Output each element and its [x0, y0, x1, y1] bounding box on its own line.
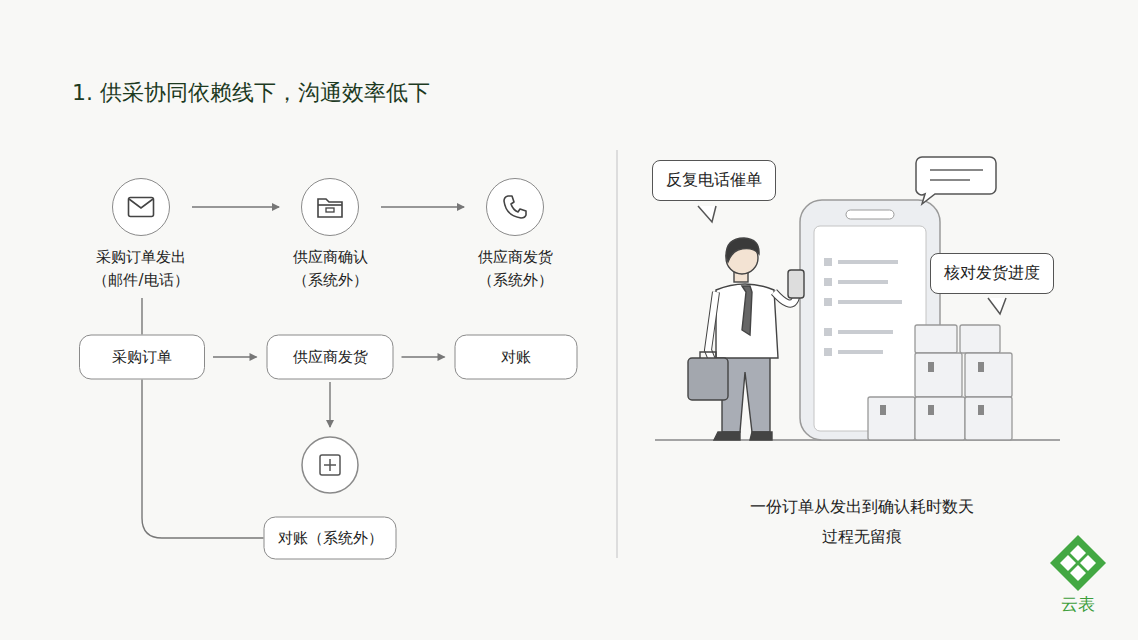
node-text: 供应商发货 （系统外）	[455, 246, 575, 292]
plus-icon	[302, 437, 358, 493]
process-box: 供应商发货	[267, 335, 394, 380]
connector	[192, 206, 279, 207]
icon-step: 采购订单发出 （邮件/电话）	[76, 178, 206, 292]
node-text: 核对发货进度	[944, 263, 1040, 284]
icon-step: 供应商确认 （系统外）	[265, 178, 395, 292]
node-text: 采购订单	[112, 348, 172, 367]
node-text: 供应商确认 （系统外）	[270, 246, 390, 292]
flow-arrow	[329, 382, 330, 427]
node-text: 对账	[501, 348, 531, 367]
node-text: 采购订单发出 （邮件/电话）	[81, 246, 201, 292]
connector	[402, 356, 445, 357]
chat-bubble	[916, 157, 996, 204]
process-box: 采购订单	[79, 335, 205, 380]
process-box: 对账	[455, 335, 578, 380]
speech-bubble: 反复电话催单	[652, 160, 776, 201]
node-text: 供应商发货	[293, 348, 368, 367]
bubble-tail	[698, 206, 716, 222]
logo-text: 云表	[1061, 593, 1095, 616]
icon-circle	[112, 178, 170, 236]
node-text: 对账（系统外）	[278, 529, 383, 548]
businessman-figure	[688, 238, 804, 440]
parcel-boxes	[868, 325, 1012, 440]
divider	[616, 150, 618, 558]
connector	[381, 206, 464, 207]
node-text: 反复电话催单	[666, 170, 762, 191]
bubble-tail	[988, 298, 1006, 314]
logo-mark	[1050, 535, 1106, 591]
icon-circle	[486, 178, 544, 236]
caption: 一份订单从发出到确认耗时数天 过程无留痕	[737, 492, 987, 552]
title: 1. 供采协同依赖线下，沟通效率低下	[72, 78, 430, 108]
icon-circle	[301, 178, 359, 236]
process-box: 对账（系统外）	[264, 517, 397, 560]
connector	[142, 380, 264, 539]
connector	[141, 298, 142, 335]
connector	[213, 356, 257, 357]
icon-step: 供应商发货 （系统外）	[450, 178, 580, 292]
speech-bubble: 核对发货进度	[930, 253, 1054, 294]
